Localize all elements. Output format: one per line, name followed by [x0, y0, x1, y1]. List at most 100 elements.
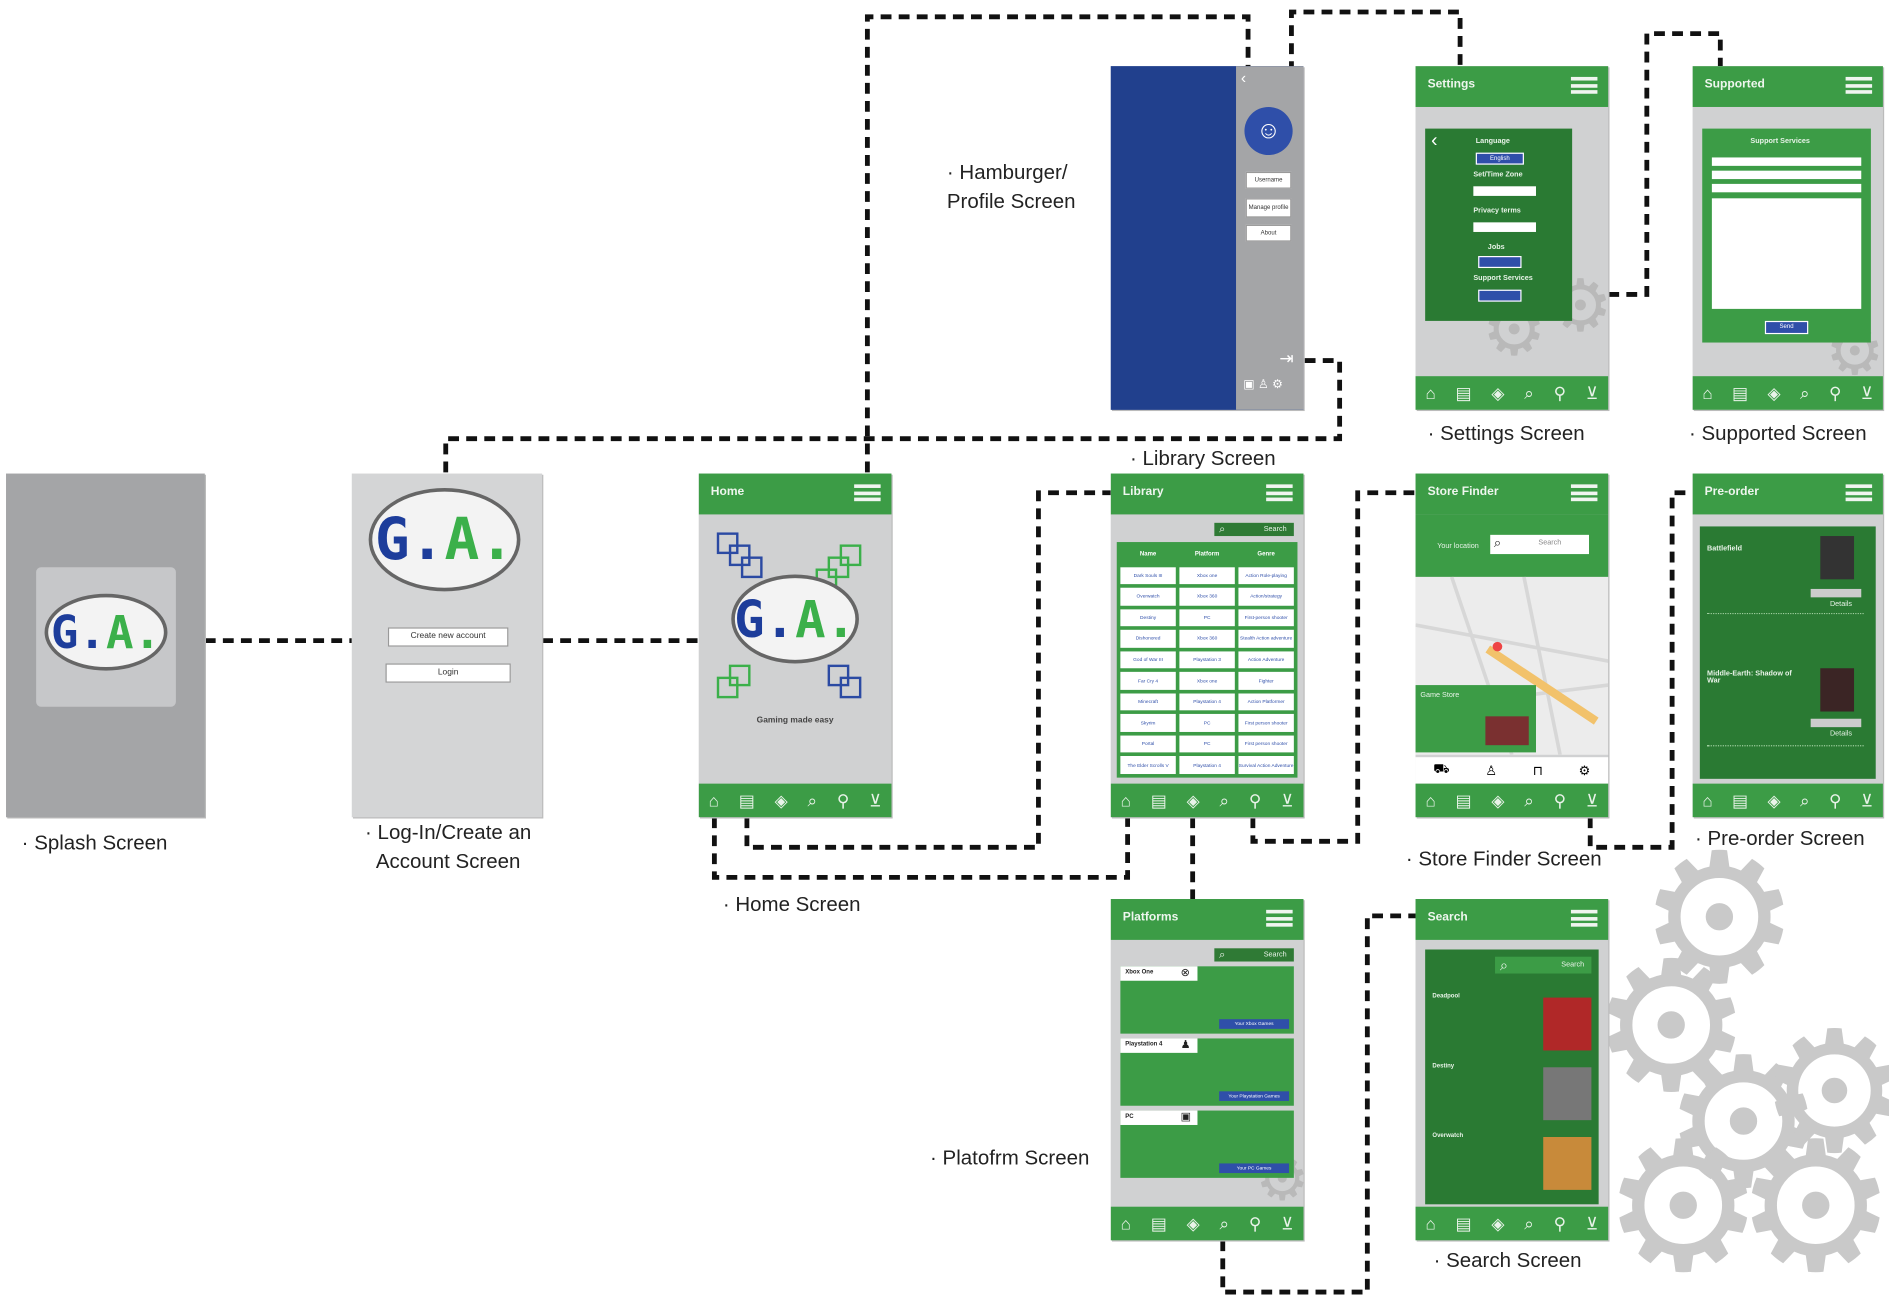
home-icon[interactable]: ⌂: [1702, 790, 1713, 811]
library-search-bar[interactable]: ⌕ Search: [1214, 522, 1294, 537]
cart-icon[interactable]: ⊻: [1281, 790, 1294, 811]
search-icon[interactable]: ⌕: [1799, 383, 1810, 403]
preorder-item2-button[interactable]: [1810, 718, 1862, 728]
library-icon[interactable]: ▤: [1150, 790, 1167, 811]
library-table-cell[interactable]: Action Role-playing: [1238, 566, 1294, 585]
controller-icon[interactable]: ◈: [1767, 383, 1781, 403]
library-table-cell[interactable]: Action/strategy: [1238, 587, 1294, 606]
jobs-button[interactable]: [1478, 256, 1522, 269]
home-icon[interactable]: ⌂: [708, 790, 719, 811]
hamburger-menu-icon[interactable]: [1845, 76, 1873, 94]
car-icon[interactable]: ⛟: [1433, 762, 1450, 777]
home-icon[interactable]: ⌂: [1425, 383, 1436, 403]
cart-icon[interactable]: ⊻: [1281, 1213, 1294, 1234]
avatar[interactable]: ☺: [1244, 106, 1293, 156]
cart-icon[interactable]: ⊻: [869, 790, 882, 811]
library-icon[interactable]: ▤: [1150, 1213, 1167, 1234]
library-icon[interactable]: ▤: [1732, 790, 1749, 811]
location-icon[interactable]: ⚲: [1248, 1213, 1262, 1234]
controller-icon[interactable]: ◈: [1767, 790, 1781, 811]
platforms-search-bar[interactable]: ⌕ Search: [1214, 948, 1294, 962]
hamburger-menu-icon[interactable]: [1570, 76, 1598, 94]
cart-icon[interactable]: ⊻: [1585, 1213, 1599, 1234]
library-table-cell[interactable]: Action Platformer: [1238, 693, 1294, 711]
email-field[interactable]: [1711, 170, 1862, 180]
subject-field[interactable]: [1711, 183, 1862, 193]
store-card[interactable]: Game Store: [1415, 685, 1536, 753]
cart-icon[interactable]: ⊻: [1585, 790, 1599, 811]
platform-games-button[interactable]: Your PC Games: [1219, 1163, 1290, 1174]
library-column-header[interactable]: Genre: [1257, 550, 1275, 559]
library-icon[interactable]: ▤: [1455, 1213, 1472, 1234]
platform-card[interactable]: Xbox One⊗Your Xbox Games: [1120, 966, 1294, 1034]
controller-icon[interactable]: ◈: [1491, 383, 1505, 403]
search-result[interactable]: Destiny: [1432, 1058, 1593, 1125]
library-table-cell[interactable]: Stealth Action adventure: [1238, 630, 1294, 648]
back-arrow-icon[interactable]: ‹: [1431, 131, 1438, 152]
library-column-header[interactable]: Platform: [1194, 550, 1220, 559]
home-icon[interactable]: ⌂: [1425, 1213, 1436, 1234]
message-field[interactable]: [1711, 198, 1862, 309]
hamburger-menu-icon[interactable]: [1266, 909, 1293, 927]
location-icon[interactable]: ⚲: [1553, 383, 1566, 403]
library-table-cell[interactable]: Playstation 4: [1179, 693, 1235, 711]
platform-card[interactable]: PC▣Your PC Games: [1120, 1110, 1294, 1178]
hamburger-menu-icon[interactable]: [1266, 484, 1293, 502]
privacy-select[interactable]: [1473, 222, 1536, 232]
location-icon[interactable]: ⚲: [1553, 1213, 1566, 1234]
controller-icon[interactable]: ◈: [1186, 1213, 1200, 1234]
transit-icon[interactable]: ⊓: [1532, 763, 1544, 779]
language-select[interactable]: English: [1475, 152, 1524, 165]
home-icon[interactable]: ⌂: [1120, 1213, 1131, 1234]
library-icon[interactable]: ▤: [738, 790, 755, 811]
library-table-cell[interactable]: Skyrim: [1120, 714, 1176, 732]
hamburger-menu-icon[interactable]: [1845, 484, 1873, 502]
location-icon[interactable]: ⚲: [1553, 790, 1566, 811]
name-field[interactable]: [1711, 157, 1862, 166]
library-icon[interactable]: ▤: [1455, 790, 1472, 811]
back-arrow-icon[interactable]: ‹: [1240, 68, 1247, 87]
username-button[interactable]: Username: [1245, 171, 1292, 189]
bike-icon[interactable]: ⚙: [1578, 763, 1591, 779]
platform-games-button[interactable]: Your Xbox Games: [1219, 1019, 1290, 1029]
library-table-cell[interactable]: PC: [1179, 735, 1235, 753]
controller-icon[interactable]: ◈: [1491, 1213, 1505, 1234]
search-icon[interactable]: ⌕: [1524, 1213, 1534, 1234]
preorder-item1-button[interactable]: [1810, 588, 1862, 598]
hamburger-menu-icon[interactable]: [1570, 909, 1598, 927]
library-table-cell[interactable]: Xbox 360: [1179, 587, 1235, 606]
location-icon[interactable]: ⚲: [1828, 790, 1842, 811]
about-button[interactable]: About: [1245, 224, 1292, 242]
library-table-cell[interactable]: Xbox 360: [1179, 630, 1235, 648]
search-icon[interactable]: ⌕: [1524, 383, 1534, 403]
create-account-button[interactable]: Create new account: [387, 627, 509, 647]
controller-icon[interactable]: ◈: [774, 790, 788, 811]
library-table-cell[interactable]: First person shooter: [1238, 735, 1294, 753]
search-result[interactable]: Deadpool: [1432, 988, 1593, 1055]
library-table-cell[interactable]: First person shooter: [1238, 714, 1294, 732]
store-search-input[interactable]: ⌕ Search: [1490, 534, 1589, 555]
support-button[interactable]: [1478, 289, 1522, 302]
send-button[interactable]: Send: [1764, 320, 1809, 335]
library-table-cell[interactable]: Destiny: [1120, 608, 1176, 627]
walk-icon[interactable]: ♙: [1485, 763, 1498, 779]
library-table-cell[interactable]: PC: [1179, 608, 1235, 627]
library-icon[interactable]: ▤: [1732, 383, 1749, 403]
library-table-cell[interactable]: First-person shooter: [1238, 608, 1294, 627]
library-table-cell[interactable]: Portal: [1120, 735, 1176, 753]
platform-games-button[interactable]: Your Playstation Games: [1219, 1091, 1290, 1101]
location-icon[interactable]: ⚲: [1248, 790, 1262, 811]
home-icon[interactable]: ⌂: [1702, 383, 1713, 403]
home-icon[interactable]: ⌂: [1120, 790, 1131, 811]
search-icon[interactable]: ⌕: [807, 790, 817, 811]
controller-icon[interactable]: ◈: [1186, 790, 1200, 811]
library-table-cell[interactable]: Far Cry 4: [1120, 672, 1176, 690]
search-result[interactable]: Overwatch: [1432, 1127, 1593, 1194]
settings-icons-row[interactable]: ▣ ♙ ⚙: [1243, 378, 1283, 392]
library-table-cell[interactable]: Xbox one: [1179, 672, 1235, 690]
controller-icon[interactable]: ◈: [1491, 790, 1505, 811]
search-icon[interactable]: ⌕: [1799, 790, 1810, 811]
platform-card[interactable]: Playstation 4♟Your Playstation Games: [1120, 1038, 1294, 1106]
library-icon[interactable]: ▤: [1455, 383, 1472, 403]
library-table-cell[interactable]: The Elder Scrolls V: [1120, 756, 1176, 775]
